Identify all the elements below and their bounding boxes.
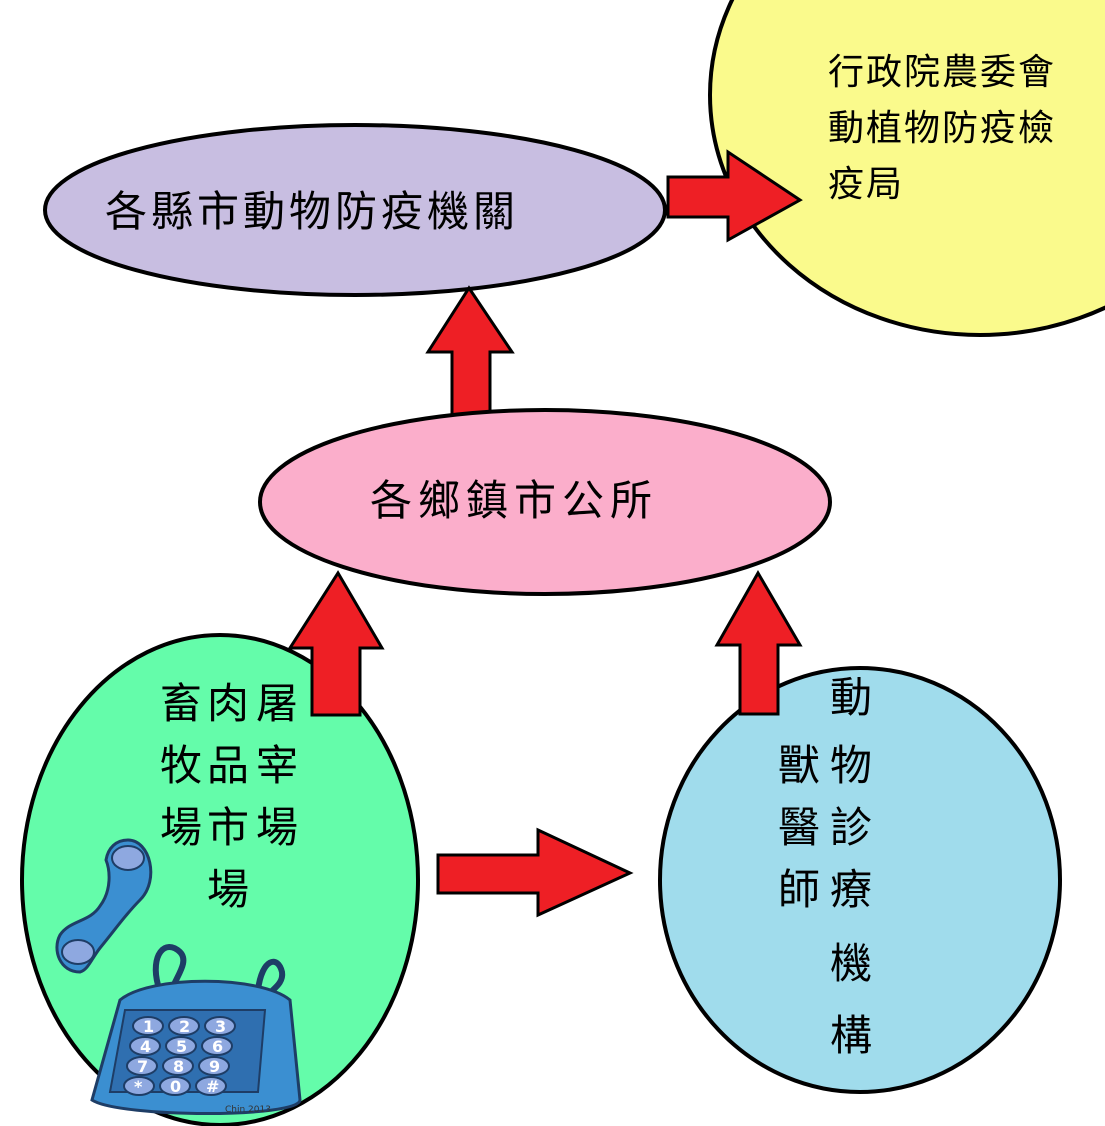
arrow-farms-to-township (287, 570, 385, 717)
farms-char: 品 (207, 741, 249, 790)
telephone-key-label: 5 (176, 1037, 187, 1056)
agency-label-line-3: 疫局 (828, 164, 904, 205)
arrow-farms-to-vets (436, 827, 634, 918)
telephone-key: 9 (198, 1056, 230, 1076)
farms-char: 場 (256, 803, 298, 852)
county-label: 各縣市動物防疫機關 (105, 187, 519, 236)
vets-char: 診 (830, 803, 872, 852)
vets-char: 物 (830, 741, 872, 790)
telephone-key-label: 6 (212, 1037, 223, 1056)
telephone-key-label: 8 (173, 1057, 184, 1076)
farms-char: 肉 (207, 679, 249, 728)
telephone-key-label: 9 (209, 1057, 220, 1076)
telephone-key: 1 (132, 1016, 164, 1036)
vets-char: 醫 (778, 803, 820, 852)
vets-char: 師 (778, 865, 820, 914)
arrow-vets-to-township (714, 569, 803, 716)
farms-column-2: 肉 品 市 場 (207, 679, 249, 914)
telephone-key: 8 (162, 1056, 194, 1076)
telephone-key-label: 4 (140, 1037, 151, 1056)
telephone-key-label: # (206, 1077, 219, 1096)
vets-char: 機 (830, 939, 872, 988)
telephone-key: 3 (204, 1016, 236, 1036)
telephone-key: 6 (201, 1036, 233, 1056)
arrow-county-to-agency (666, 149, 803, 243)
farms-char: 市 (207, 803, 249, 852)
telephone-key: 4 (129, 1036, 161, 1056)
vets-char: 動 (830, 673, 872, 722)
telephone-key-label: * (134, 1077, 143, 1096)
farms-char: 牧 (160, 741, 202, 790)
telephone-key: # (195, 1076, 227, 1096)
vets-label: 獸 醫 師 動 物 診 療 機 構 (778, 673, 872, 1060)
telephone-key: 0 (159, 1076, 191, 1096)
telephone-key: 5 (165, 1036, 197, 1056)
vets-char: 構 (830, 1011, 872, 1060)
county-node: 各縣市動物防疫機關 (43, 123, 667, 297)
vets-node (658, 666, 1062, 1094)
telephone-key: 7 (126, 1056, 158, 1076)
township-node: 各鄉鎮市公所 (258, 408, 832, 596)
telephone-key-label: 3 (215, 1017, 226, 1036)
vets-column-1: 獸 醫 師 (778, 741, 820, 914)
agency-node: 行政院農委會 動植物防疫檢 疫局 (708, 0, 1105, 337)
farms-column-1: 畜 牧 場 (160, 679, 202, 852)
farms-label: 畜 牧 場 肉 品 市 場 屠 宰 場 (160, 679, 298, 914)
telephone-key-label: 1 (143, 1017, 154, 1036)
farms-char: 畜 (160, 679, 202, 728)
telephone-key-label: 2 (179, 1017, 190, 1036)
farms-char: 場 (207, 865, 249, 914)
telephone-handset (55, 838, 153, 974)
telephone-key: * (123, 1076, 155, 1096)
farms-column-3: 屠 宰 場 (256, 679, 298, 852)
vets-char: 療 (830, 865, 872, 914)
farms-char: 屠 (256, 679, 298, 728)
agency-label-line-1: 行政院農委會 (828, 52, 1056, 93)
township-label: 各鄉鎮市公所 (370, 476, 658, 525)
telephone-key-label: 0 (170, 1077, 181, 1096)
farms-char: 場 (160, 803, 202, 852)
telephone-key: 2 (168, 1016, 200, 1036)
telephone-icon: 1 2 3 4 5 6 7 8 9 * 0 # Chin 2013 (55, 838, 302, 1115)
vets-char: 獸 (778, 741, 820, 790)
artist-signature: Chin 2013 (225, 1105, 271, 1115)
farms-char: 宰 (256, 741, 298, 790)
agency-label-line-2: 動植物防疫檢 (828, 108, 1056, 149)
vets-column-2: 動 物 診 療 機 構 (830, 673, 872, 1060)
telephone-keypad: 1 2 3 4 5 6 7 8 9 * 0 # (123, 1016, 236, 1096)
telephone-key-label: 7 (137, 1057, 148, 1076)
arrow-township-to-county (425, 285, 515, 420)
